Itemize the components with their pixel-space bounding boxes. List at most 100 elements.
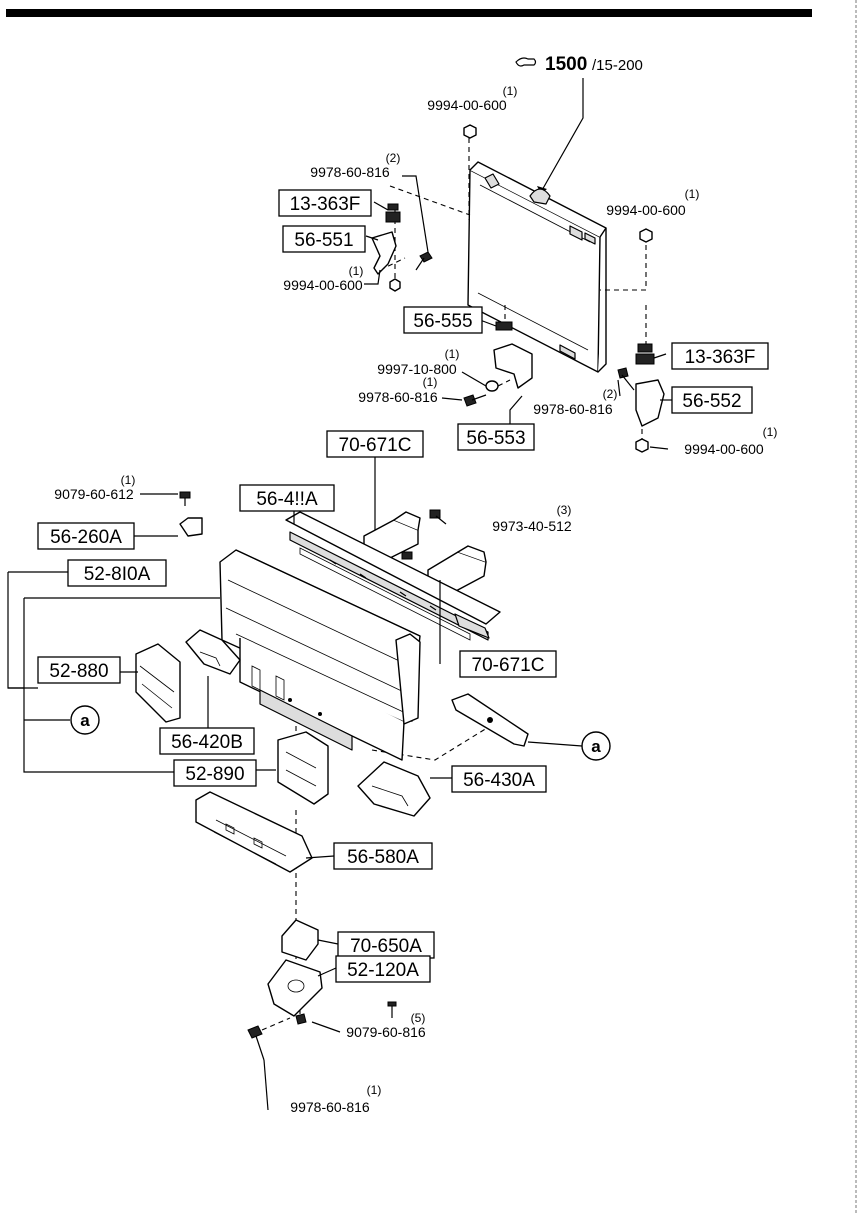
svg-text:9978-60-816: 9978-60-816	[310, 164, 390, 180]
svg-text:(3): (3)	[557, 503, 572, 517]
svg-text:13-363F: 13-363F	[290, 194, 361, 215]
svg-text:9973-40-512: 9973-40-512	[492, 518, 572, 534]
svg-text:9994-00-600: 9994-00-600	[283, 277, 363, 293]
svg-text:56-4!!A: 56-4!!A	[256, 489, 318, 510]
leader-lines	[7, 175, 672, 1111]
svg-text:(1): (1)	[423, 375, 438, 389]
svg-text:56-551: 56-551	[294, 230, 353, 251]
svg-text:56-420B: 56-420B	[171, 732, 243, 753]
bolt-label-b3: (1) 9994-00-600	[606, 187, 699, 218]
bracket-70-650a	[281, 919, 319, 961]
lower-hardware	[247, 1001, 397, 1061]
svg-text:9997-10-800: 9997-10-800	[377, 361, 457, 377]
bolt-label-b8: (1) 9994-00-600	[684, 425, 777, 457]
crossmember-56-411a	[285, 511, 501, 641]
part-label-70-671C-a: 70-671C	[326, 430, 424, 458]
bolt-label-b1: (1) 9994-00-600	[427, 84, 517, 113]
svg-text:70-650A: 70-650A	[350, 936, 422, 957]
bracket-56-420b	[185, 629, 241, 675]
nut-icon	[463, 124, 477, 139]
bolt-icon	[247, 1025, 263, 1039]
svg-text:56-555: 56-555	[413, 311, 472, 332]
reference-callout: 1500 /15-200	[515, 54, 643, 194]
part-label-56-260A: 56-260A	[37, 522, 135, 550]
svg-text:(1): (1)	[685, 187, 700, 201]
bracket-553-icon	[493, 343, 533, 389]
mount-rubber-icon	[635, 343, 655, 365]
bracket-52-120a	[267, 959, 323, 1017]
svg-text:9978-60-816: 9978-60-816	[290, 1099, 370, 1115]
circle-marker-right: a	[581, 731, 611, 761]
part-label-52-810A: 52-8I0A	[67, 559, 167, 587]
svg-text:(1): (1)	[503, 84, 518, 98]
reference-main: 1500	[545, 54, 587, 75]
bolt-icon	[295, 1013, 307, 1025]
front-panel-52-810a	[219, 549, 421, 761]
part-label-52-120A: 52-120A	[335, 955, 431, 983]
svg-text:(1): (1)	[445, 347, 460, 361]
nut-icon	[635, 438, 649, 453]
radiator	[467, 161, 607, 373]
part-label-52-880: 52-880	[37, 656, 121, 684]
part-label-52-890: 52-890	[173, 759, 257, 787]
part-label-56-430A: 56-430A	[451, 765, 547, 793]
header-rule	[6, 9, 812, 17]
svg-text:9994-00-600: 9994-00-600	[606, 202, 686, 218]
mount-rubber-icon	[385, 203, 401, 223]
pointing-hand-icon	[515, 57, 537, 67]
svg-text:9978-60-816: 9978-60-816	[358, 389, 438, 405]
part-label-56-580A: 56-580A	[333, 842, 433, 870]
svg-text:(2): (2)	[603, 387, 618, 401]
part-label-56-552: 56-552	[671, 386, 753, 414]
svg-text:52-880: 52-880	[49, 661, 108, 682]
bracket-52-890	[277, 731, 329, 805]
bolt-label-b11: (5) 9079-60-816	[346, 1011, 426, 1040]
bolt-label-b7: (2) 9978-60-816	[533, 387, 617, 417]
svg-text:(1): (1)	[763, 425, 778, 439]
bolt-label-b5: (1) 9997-10-800	[377, 347, 459, 377]
svg-text:56-430A: 56-430A	[463, 770, 535, 791]
part-label-56-420B: 56-420B	[159, 727, 255, 755]
bolt-label-b6: (1) 9978-60-816	[358, 375, 438, 405]
part-label-13-363F-b: 13-363F	[671, 342, 769, 370]
svg-text:56-580A: 56-580A	[347, 847, 419, 868]
part-label-70-671C-b: 70-671C	[459, 650, 557, 678]
svg-text:13-363F: 13-363F	[685, 347, 756, 368]
part-label-56-551: 56-551	[282, 225, 366, 253]
svg-text:9079-60-612: 9079-60-612	[54, 486, 134, 502]
clip-56-260a	[179, 517, 203, 537]
bolt-label-b9: (1) 9079-60-612	[54, 473, 135, 502]
panel-52-880	[135, 643, 181, 723]
svg-text:a: a	[80, 711, 90, 730]
svg-text:70-671C: 70-671C	[339, 435, 412, 456]
svg-text:52-120A: 52-120A	[347, 960, 419, 981]
hardware	[179, 124, 665, 560]
bracket-56-430a	[357, 761, 431, 817]
svg-text:(5): (5)	[411, 1011, 426, 1025]
screw-icon	[179, 491, 191, 499]
svg-text:56-552: 56-552	[682, 391, 741, 412]
bolt-label-b12: (1) 9978-60-816	[290, 1083, 381, 1115]
bolt-label-b4: (1) 9994-00-600	[283, 264, 363, 293]
collar-icon	[485, 380, 499, 392]
bracket-551-icon	[371, 231, 397, 275]
svg-text:a: a	[591, 737, 601, 756]
svg-text:9994-00-600: 9994-00-600	[427, 97, 507, 113]
bracket-right-a	[451, 693, 529, 747]
bolt-label-b2: (2) 9978-60-816	[310, 151, 400, 180]
svg-text:56-553: 56-553	[466, 428, 525, 449]
bolt-icon	[401, 551, 413, 560]
bolt-icon	[429, 509, 441, 519]
svg-text:56-260A: 56-260A	[50, 527, 122, 548]
insulator-icon	[495, 321, 513, 331]
brace-56-580a	[195, 791, 313, 873]
bolt-icon	[617, 367, 629, 379]
svg-text:52-8I0A: 52-8I0A	[84, 564, 151, 585]
svg-text:70-671C: 70-671C	[472, 655, 545, 676]
screw-icon	[387, 1001, 397, 1007]
part-label-70-650A: 70-650A	[337, 931, 435, 959]
part-label-13-363F-a: 13-363F	[278, 189, 372, 217]
svg-text:9994-00-600: 9994-00-600	[684, 441, 764, 457]
nut-icon	[639, 228, 653, 243]
